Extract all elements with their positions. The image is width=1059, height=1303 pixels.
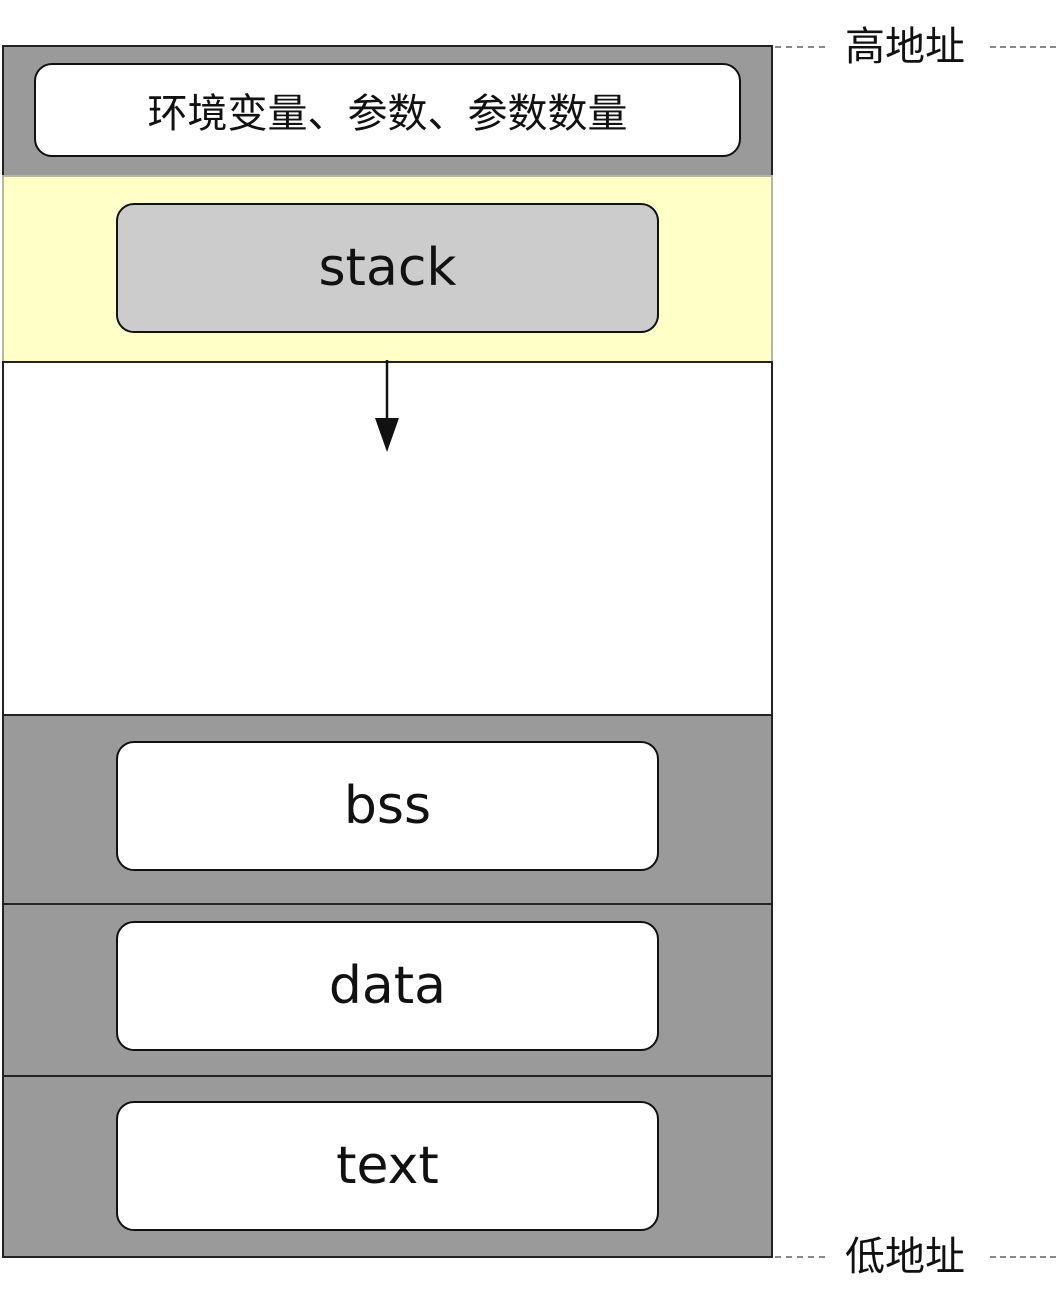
stack-box: stack xyxy=(116,203,659,333)
env-label: 环境变量、参数、参数数量 xyxy=(147,91,628,137)
high-address-guide-left xyxy=(775,46,825,48)
text-label: text xyxy=(336,1136,439,1196)
env-box: 环境变量、参数、参数数量 xyxy=(34,63,741,157)
high-address-guide-right xyxy=(990,46,1056,48)
low-address-label: 低地址 xyxy=(845,1234,965,1280)
bss-label: bss xyxy=(343,776,432,836)
low-address-guide-left xyxy=(775,1256,825,1258)
arrow-down-icon xyxy=(375,360,399,452)
data-box: data xyxy=(116,921,659,1051)
low-address-guide-right xyxy=(990,1256,1056,1258)
data-label: data xyxy=(328,956,447,1016)
bss-box: bss xyxy=(116,741,659,871)
text-box: text xyxy=(116,1101,659,1231)
high-address-label: 高地址 xyxy=(845,24,965,70)
stack-label: stack xyxy=(318,238,457,298)
